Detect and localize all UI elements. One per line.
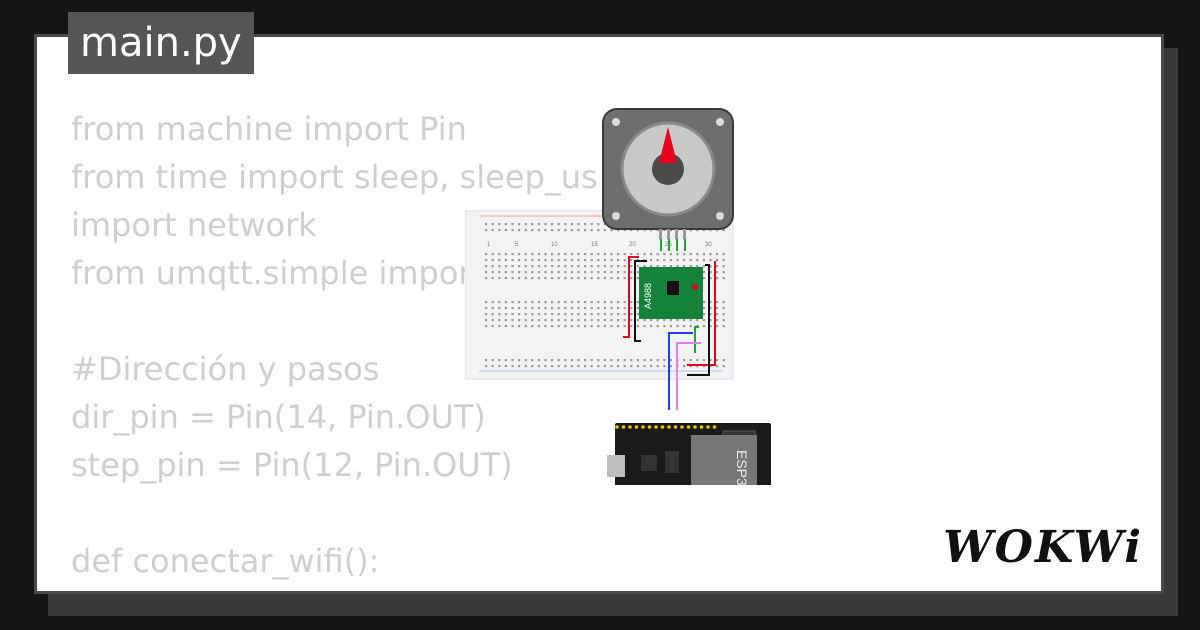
bb-num: 20 (629, 242, 636, 248)
card-shadow (48, 594, 1178, 616)
esp32-board: ESP32 (607, 423, 771, 485)
preview-card: from machine import Pin from time import … (34, 34, 1164, 594)
stepper-motor (602, 108, 734, 239)
code-line: from time import sleep, sleep_us (71, 158, 598, 196)
circuit-diagram: 1 5 10 15 20 25 30 (465, 108, 771, 485)
code-line: def conectar_wifi(): (71, 542, 380, 580)
card-shadow-right (1164, 48, 1178, 616)
bb-num: 10 (551, 242, 558, 248)
bb-num: 30 (705, 242, 712, 248)
wokwi-logo: WOKWi (943, 522, 1143, 573)
code-line: dir_pin = Pin(14, Pin.OUT) (71, 398, 486, 436)
board-label: ESP32 (734, 450, 750, 485)
wires (623, 239, 716, 410)
bb-num: 5 (515, 242, 519, 248)
code-editor: from machine import Pin from time import … (71, 105, 598, 585)
code-line: #Dirección y pasos (71, 350, 380, 388)
code-line: step_pin = Pin(12, Pin.OUT) (71, 446, 513, 484)
rotor-indicator (659, 127, 677, 163)
bb-num: 1 (487, 242, 491, 248)
file-tab[interactable]: main.py (68, 12, 254, 74)
code-line (71, 489, 598, 537)
a4988-driver: A4988 (639, 267, 703, 319)
code-line: from machine import Pin (71, 110, 467, 148)
driver-label: A4988 (643, 283, 653, 309)
bb-num: 15 (591, 242, 598, 248)
code-line: import network (71, 206, 317, 244)
